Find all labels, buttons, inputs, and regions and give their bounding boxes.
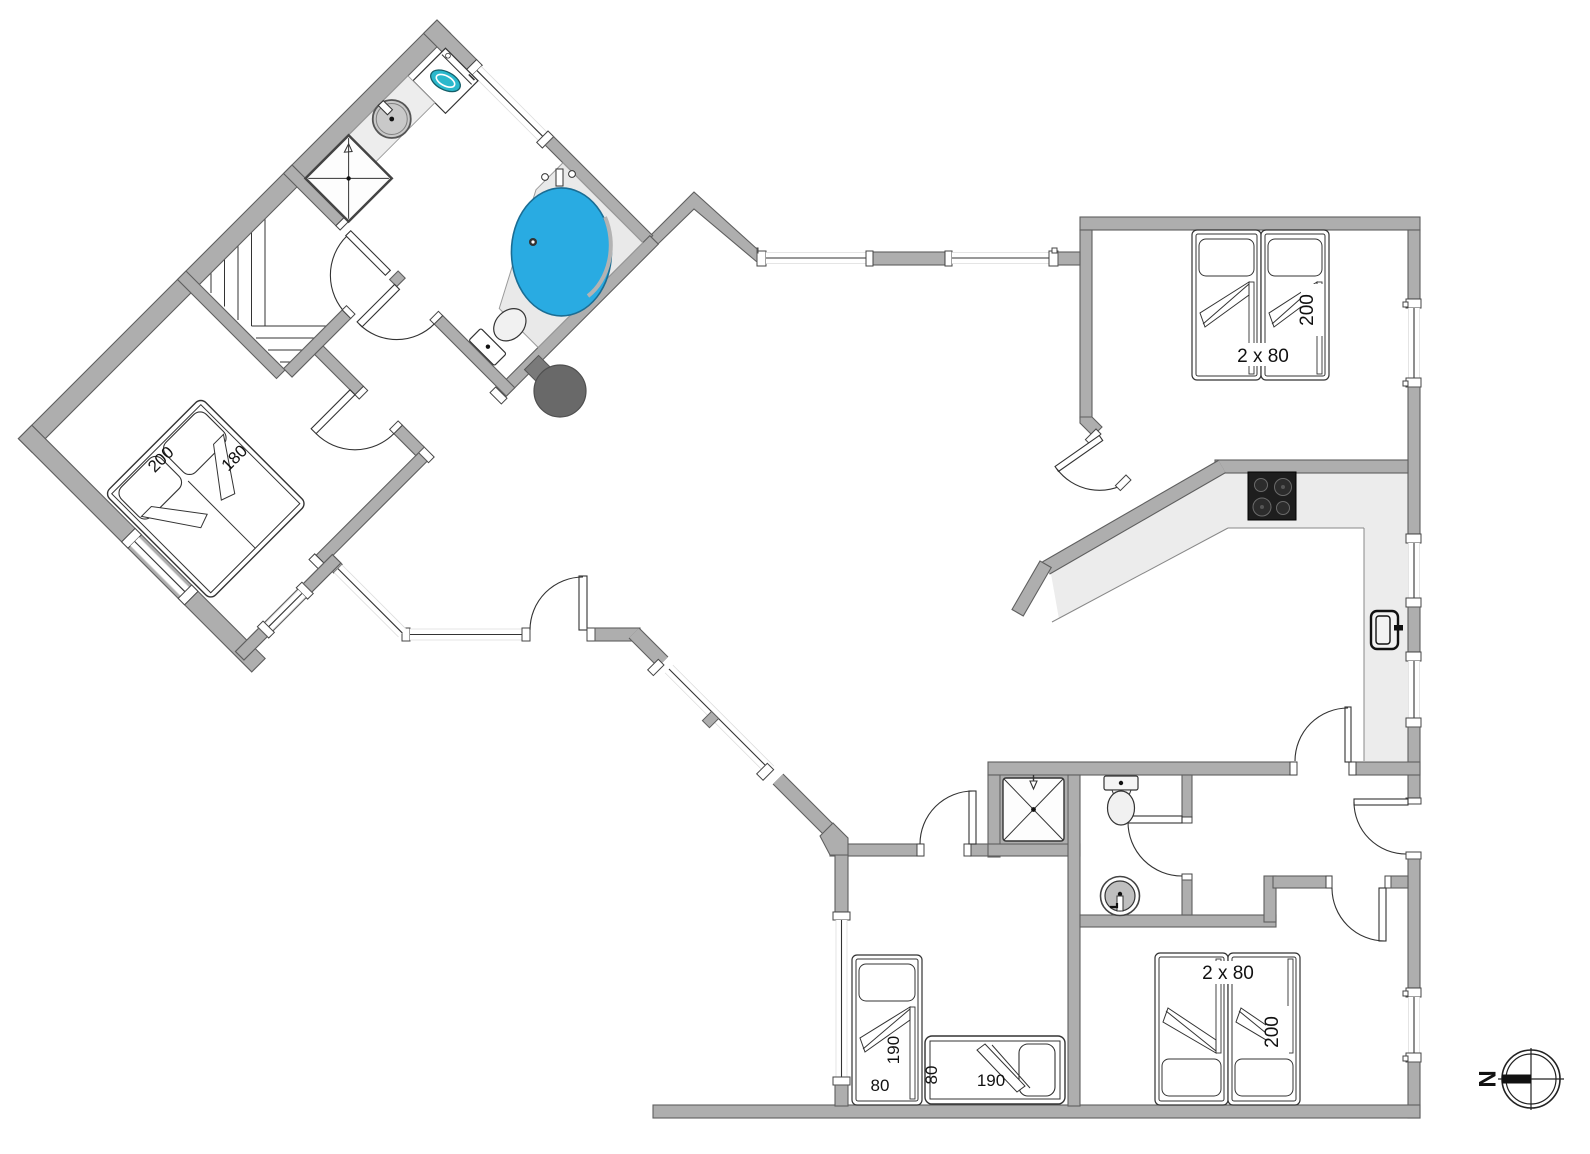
svg-text:200: 200 xyxy=(1262,1016,1283,1048)
svg-text:80: 80 xyxy=(871,1076,890,1095)
svg-text:80: 80 xyxy=(922,1066,941,1085)
svg-text:N: N xyxy=(1475,1070,1502,1087)
svg-text:2 x 80: 2 x 80 xyxy=(1237,346,1289,367)
svg-text:190: 190 xyxy=(884,1036,903,1064)
svg-text:190: 190 xyxy=(977,1071,1005,1090)
svg-text:200: 200 xyxy=(1297,294,1318,326)
svg-text:2 x 80: 2 x 80 xyxy=(1202,963,1254,984)
